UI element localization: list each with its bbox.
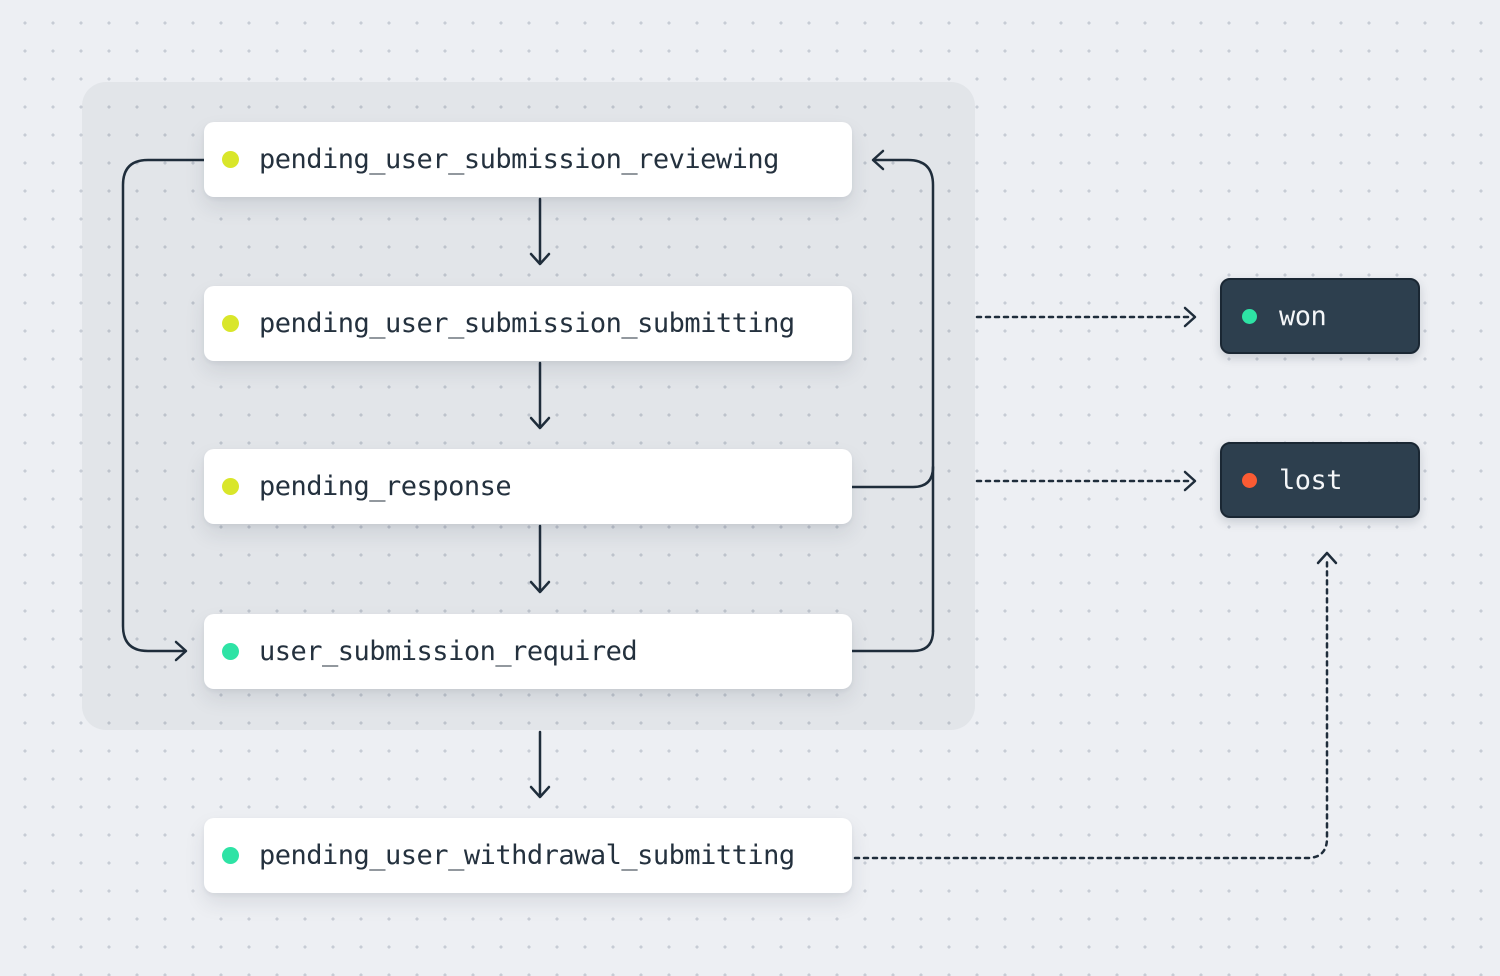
terminal-node-lost[interactable]: lost bbox=[1220, 442, 1420, 518]
state-status-dot bbox=[222, 847, 239, 864]
terminal-node-won[interactable]: won bbox=[1220, 278, 1420, 354]
arrowhead-right-lost bbox=[1183, 470, 1197, 492]
state-label: pending_user_submission_submitting bbox=[259, 308, 795, 339]
state-label: pending_user_withdrawal_submitting bbox=[259, 840, 795, 871]
arrowhead-up-lost bbox=[1316, 551, 1338, 565]
state-status-dot bbox=[222, 315, 239, 332]
terminal-label: lost bbox=[1279, 464, 1343, 496]
state-label: user_submission_required bbox=[259, 636, 638, 667]
state-status-dot bbox=[222, 478, 239, 495]
state-node-pending-user-submission-submitting[interactable]: pending_user_submission_submitting bbox=[204, 286, 852, 361]
state-node-pending-user-withdrawal-submitting[interactable]: pending_user_withdrawal_submitting bbox=[204, 818, 852, 893]
arrowhead-right-won bbox=[1183, 306, 1197, 328]
terminal-status-dot bbox=[1242, 472, 1257, 488]
state-label: pending_response bbox=[259, 471, 512, 502]
state-status-dot bbox=[222, 151, 239, 168]
state-node-pending-user-submission-reviewing[interactable]: pending_user_submission_reviewing bbox=[204, 122, 852, 197]
state-label: pending_user_submission_reviewing bbox=[259, 144, 779, 175]
terminal-status-dot bbox=[1242, 308, 1257, 324]
state-node-user-submission-required[interactable]: user_submission_required bbox=[204, 614, 852, 689]
state-node-pending-response[interactable]: pending_response bbox=[204, 449, 852, 524]
state-status-dot bbox=[222, 643, 239, 660]
terminal-label: won bbox=[1279, 300, 1327, 332]
arrowhead-down-4 bbox=[529, 785, 551, 799]
